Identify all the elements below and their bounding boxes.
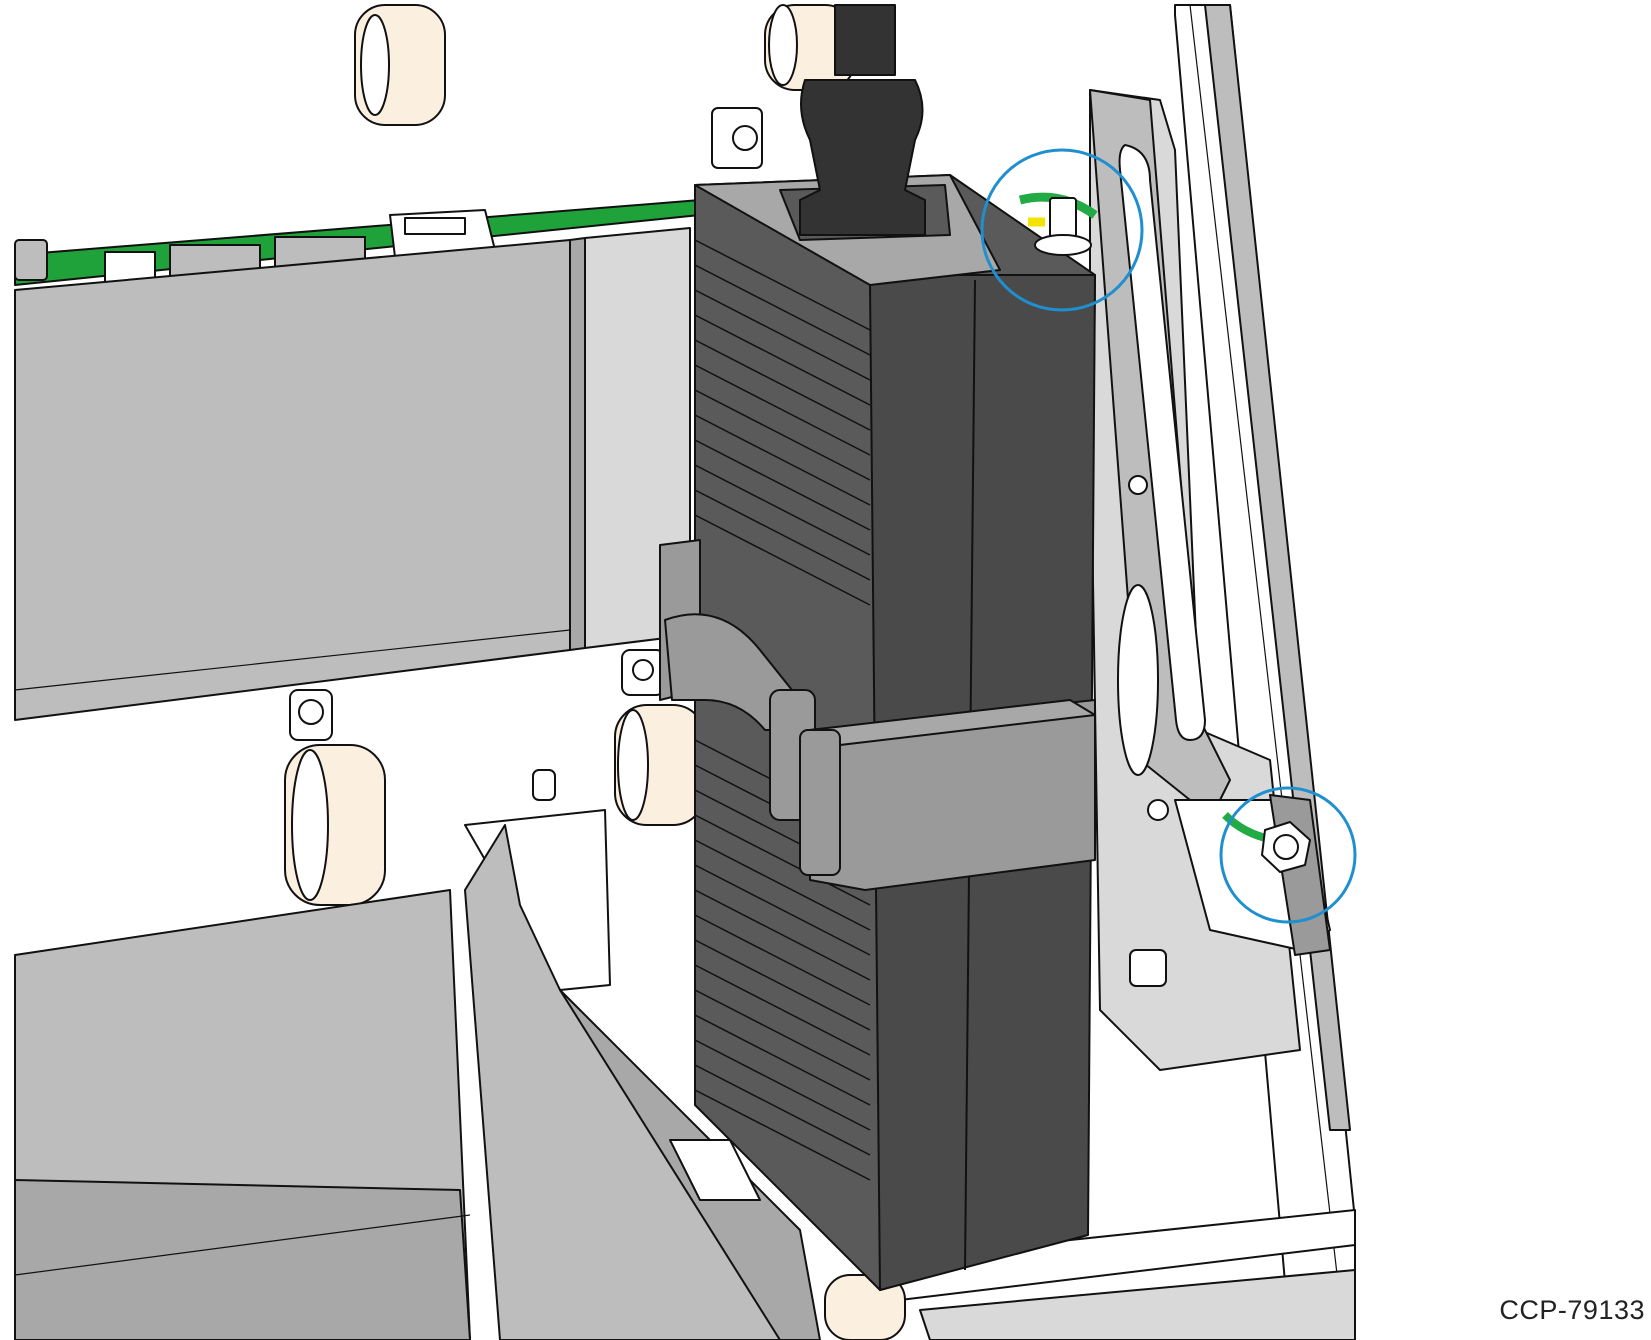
ground-screw-bottom-callout xyxy=(1219,786,1357,924)
retaining-bracket xyxy=(659,539,1096,891)
mounting-plate xyxy=(1089,89,1331,1071)
ground-screw-top-callout xyxy=(980,148,1144,312)
standoffs xyxy=(284,4,906,1340)
base-plate-bottom xyxy=(879,1209,1356,1340)
ground-screw-bottom xyxy=(1261,821,1311,873)
ground-screw-top xyxy=(1034,197,1092,256)
callout-circles xyxy=(980,148,1357,924)
power-cable-plug xyxy=(799,4,926,236)
figure-id-label: CCP-79133 xyxy=(1499,1295,1645,1325)
upper-tray xyxy=(14,227,691,721)
cabinet-side-wall xyxy=(1174,4,1356,1340)
lower-tray xyxy=(14,809,821,1340)
